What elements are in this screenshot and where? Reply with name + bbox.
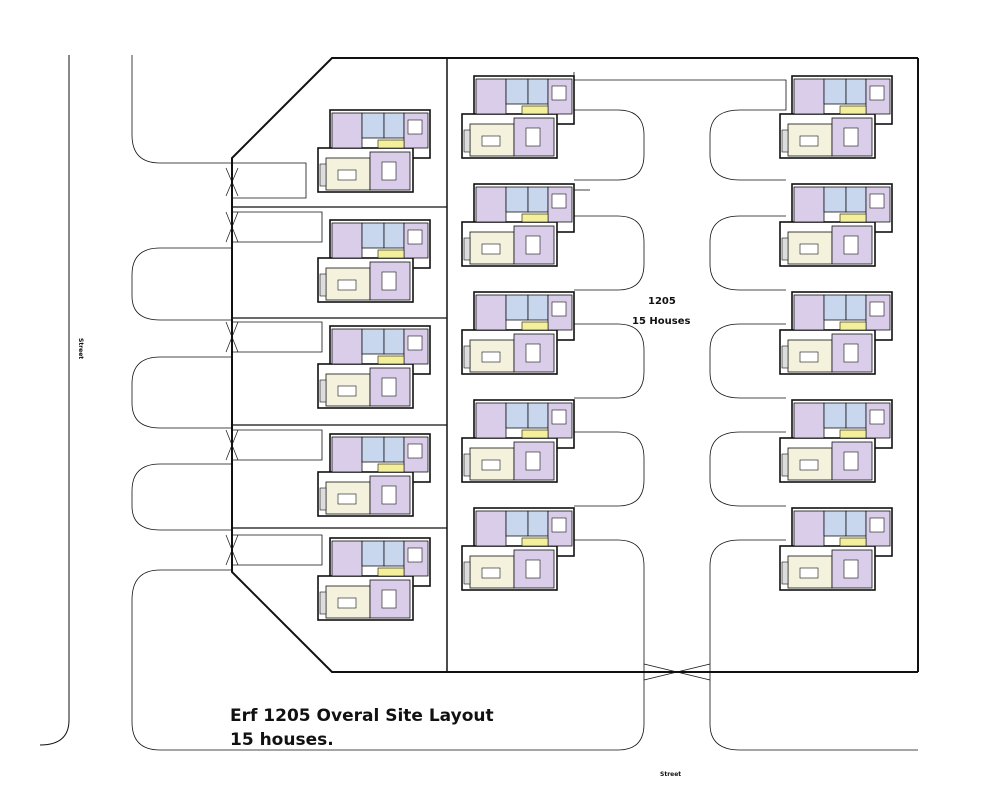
lot-dividers-left xyxy=(232,206,447,529)
erf-number-label: 1205 xyxy=(648,296,676,307)
plan-subtitle: 15 houses. xyxy=(230,730,334,750)
house-13 xyxy=(779,291,893,375)
left-driveways xyxy=(131,55,645,751)
site-boundary xyxy=(231,57,919,673)
street-left-edge xyxy=(39,55,70,746)
houses-layer xyxy=(317,75,893,621)
house-4 xyxy=(317,433,431,517)
street-label-bottom: Street xyxy=(660,771,682,778)
house-6 xyxy=(461,75,575,159)
house-12 xyxy=(779,183,893,267)
street-label-left: Street xyxy=(77,338,84,360)
house-11 xyxy=(779,75,893,159)
house-1 xyxy=(317,109,431,193)
house-10 xyxy=(461,507,575,591)
house-count-label: 15 Houses xyxy=(632,316,691,327)
house-15 xyxy=(779,507,893,591)
house-9 xyxy=(461,399,575,483)
gates xyxy=(225,167,711,681)
house-14 xyxy=(779,399,893,483)
house-2 xyxy=(317,219,431,303)
central-road xyxy=(573,72,918,751)
house-7 xyxy=(461,183,575,267)
house-5 xyxy=(317,537,431,621)
house-3 xyxy=(317,325,431,409)
house-8 xyxy=(461,291,575,375)
plan-title: Erf 1205 Overal Site Layout xyxy=(230,706,494,726)
